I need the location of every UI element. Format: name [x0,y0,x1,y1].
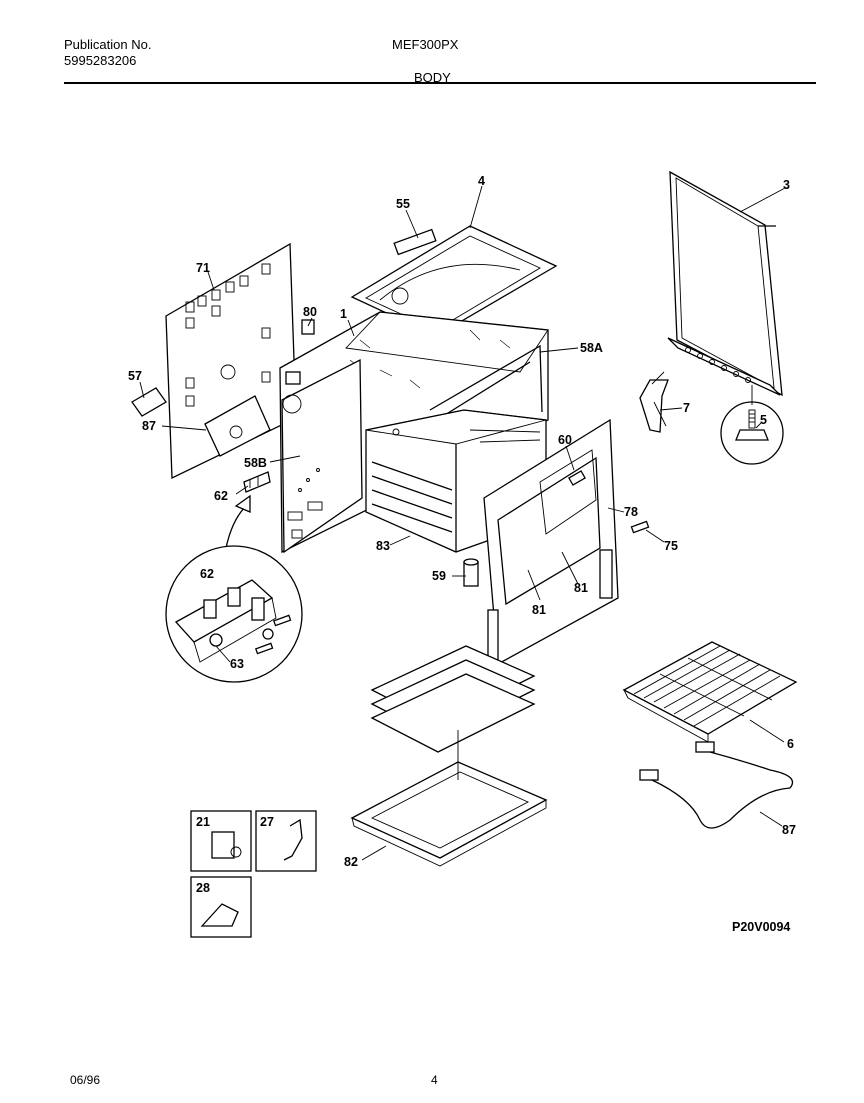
label-part-71: 71 [196,261,210,275]
section-title: BODY [414,70,451,85]
label-part-75: 75 [664,539,678,553]
inset-box-28 [190,876,252,938]
oven-rack-part [622,641,798,743]
label-part-83: 83 [376,539,390,553]
label-part-59: 59 [432,569,446,583]
label-part-60: 60 [558,433,572,447]
leader-lines [139,185,786,861]
label-part-62-upper: 62 [214,489,228,503]
label-part-1: 1 [340,307,347,321]
label-part-62-detail: 62 [200,567,214,581]
diagram-code: P20V0094 [732,920,790,934]
label-part-7: 7 [683,401,690,415]
label-part-6: 6 [787,737,794,751]
detail-arrow-head [234,494,251,513]
footer-date: 06/96 [70,1073,101,1087]
top-cover-part [350,225,558,337]
inset-box-21 [190,810,252,872]
oven-door-part [350,730,548,867]
bake-element-part [639,741,794,829]
label-part-58b: 58B [244,456,267,470]
label-part-55: 55 [396,197,410,211]
screw-part [630,520,650,534]
label-part-27: 27 [260,815,274,829]
label-part-58a: 58A [580,341,603,355]
label-part-87-lower: 87 [782,823,796,837]
label-part-78: 78 [624,505,638,519]
support-post-part [463,558,479,587]
front-frame-part [483,418,619,666]
label-part-3: 3 [783,178,790,192]
label-part-63: 63 [230,657,244,671]
label-part-87-upper: 87 [142,419,156,433]
terminal-detail [165,545,303,683]
label-part-5: 5 [760,413,767,427]
clip-part [301,319,315,335]
model-number: MEF300PX [392,37,459,52]
terminal-block-part [243,471,271,493]
back-panel-part [165,242,297,480]
detail-arrow [225,505,247,549]
publication-number: 5995283206 [64,53,137,68]
inset-box-27 [255,810,317,872]
leveling-leg-detail [720,385,784,465]
label-part-81-right: 81 [574,581,588,595]
label-part-28: 28 [196,881,210,895]
publication-label: Publication No. [64,37,152,52]
label-part-82: 82 [344,855,358,869]
door-hinge-part [639,371,669,433]
bracket-part [131,387,167,417]
label-part-4: 4 [478,174,485,188]
label-part-81-left: 81 [532,603,546,617]
label-part-57: 57 [128,369,142,383]
label-part-21: 21 [196,815,210,829]
footer-page-number: 4 [431,1073,438,1087]
insulation-pad-part [370,645,536,753]
label-part-80: 80 [303,305,317,319]
side-panel-part [667,170,783,397]
header-rule [64,82,816,84]
